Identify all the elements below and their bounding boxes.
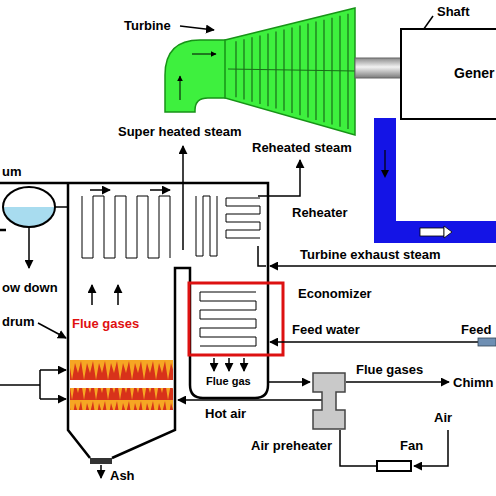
shaft xyxy=(355,58,402,78)
component-label: Economizer xyxy=(298,286,372,301)
ash-outlet xyxy=(90,458,112,464)
leader-arrow xyxy=(180,26,214,30)
generator-box: Gener xyxy=(400,28,496,120)
flow-label: Flue gas xyxy=(206,374,251,389)
turbine xyxy=(165,8,355,135)
flow-label: Air xyxy=(434,410,452,425)
flow-label: Hot air xyxy=(205,406,246,421)
fan-box: Fan xyxy=(376,460,412,472)
generator-label: Gener xyxy=(454,66,494,81)
steam-drum xyxy=(3,187,68,268)
leader-arrow xyxy=(38,323,66,338)
flow-label: Flue gases xyxy=(72,316,139,331)
air-preheater: Air preheater xyxy=(312,372,346,430)
component-label: Air preheater xyxy=(251,438,332,453)
flow-label: Flue gases xyxy=(356,362,423,377)
feed-pipe xyxy=(478,338,496,346)
flow-label: Turbine exhaust steam xyxy=(300,247,441,262)
component-label: Reheater xyxy=(292,205,348,220)
flow-label: Reheated steam xyxy=(252,140,352,155)
highlight-box xyxy=(189,283,283,355)
component-label: drum xyxy=(2,314,35,329)
steam-arrows xyxy=(90,189,170,191)
boiler-wall xyxy=(0,183,268,458)
exhaust-pipe xyxy=(381,118,496,238)
connector-line xyxy=(340,430,376,466)
flames xyxy=(70,360,173,410)
component-label: Shaft xyxy=(437,4,470,19)
component-label: Chimn xyxy=(453,375,493,390)
air-inlet xyxy=(0,370,66,399)
component-label: ow down xyxy=(2,280,58,295)
flow-label: Feed xyxy=(461,322,491,337)
component-label: Ash xyxy=(110,468,135,483)
component-label: Turbine xyxy=(124,18,171,33)
air-preheater-shape xyxy=(312,372,346,430)
component-label: um xyxy=(2,164,22,179)
flow-label: Super heated steam xyxy=(118,124,242,139)
component-label: Fan xyxy=(400,438,423,453)
ash-arrow xyxy=(100,465,102,478)
pipe-lines xyxy=(178,146,496,466)
flow-label: Feed water xyxy=(292,322,360,337)
